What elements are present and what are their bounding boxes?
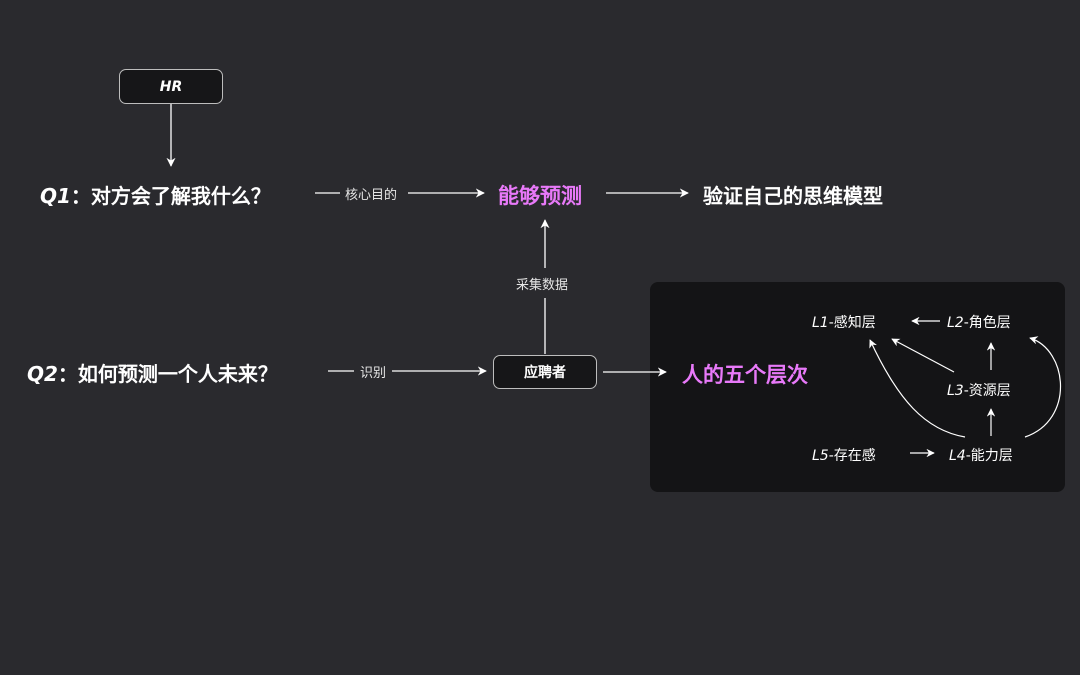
edge-label-core-purpose: 核心目的: [345, 188, 398, 203]
edge-label-identify: 识别: [360, 366, 387, 381]
verify-node: 验证自己的思维模型: [703, 184, 883, 208]
arrow-l3-to-l1: [891, 338, 955, 373]
question-2-text: ：如何预测一个人未来？: [57, 362, 278, 386]
question-1-id: Q1: [40, 184, 71, 208]
level-l3-id: L3: [947, 383, 964, 399]
level-l3: L3-资源层: [947, 380, 1011, 400]
level-l3-text: -资源层: [963, 383, 1011, 399]
hr-node-label: HR: [159, 78, 183, 95]
question-2-id: Q2: [27, 362, 58, 386]
predict-node: 能够预测: [498, 184, 582, 208]
level-l1-id: L1: [812, 315, 829, 331]
curve-l4-to-l2: [1024, 336, 1061, 438]
level-l5-text: -存在感: [828, 448, 876, 464]
level-l1-text: -感知层: [828, 315, 876, 331]
applicant-node[interactable]: 应聘者: [493, 355, 597, 389]
level-l5-id: L5: [812, 448, 829, 464]
level-l1: L1-感知层: [812, 312, 876, 332]
question-1-text: ：对方会了解我什么？: [70, 184, 271, 208]
edge-label-collect-data: 采集数据: [516, 278, 569, 293]
five-levels-node: 人的五个层次: [682, 363, 808, 387]
level-l5: L5-存在感: [812, 445, 876, 465]
level-l4: L4-能力层: [949, 445, 1013, 465]
level-l4-id: L4: [949, 448, 966, 464]
question-1: Q1：对方会了解我什么？: [40, 180, 271, 209]
level-l2-text: -角色层: [963, 315, 1011, 331]
applicant-node-label: 应聘者: [524, 365, 566, 381]
level-l4-text: -能力层: [965, 448, 1013, 464]
hr-node[interactable]: HR: [119, 69, 223, 104]
question-2: Q2：如何预测一个人未来？: [27, 358, 278, 387]
curve-l4-to-l1: [869, 339, 966, 438]
level-l2: L2-角色层: [947, 312, 1011, 332]
level-l2-id: L2: [947, 315, 964, 331]
levels-panel: [650, 282, 1065, 492]
